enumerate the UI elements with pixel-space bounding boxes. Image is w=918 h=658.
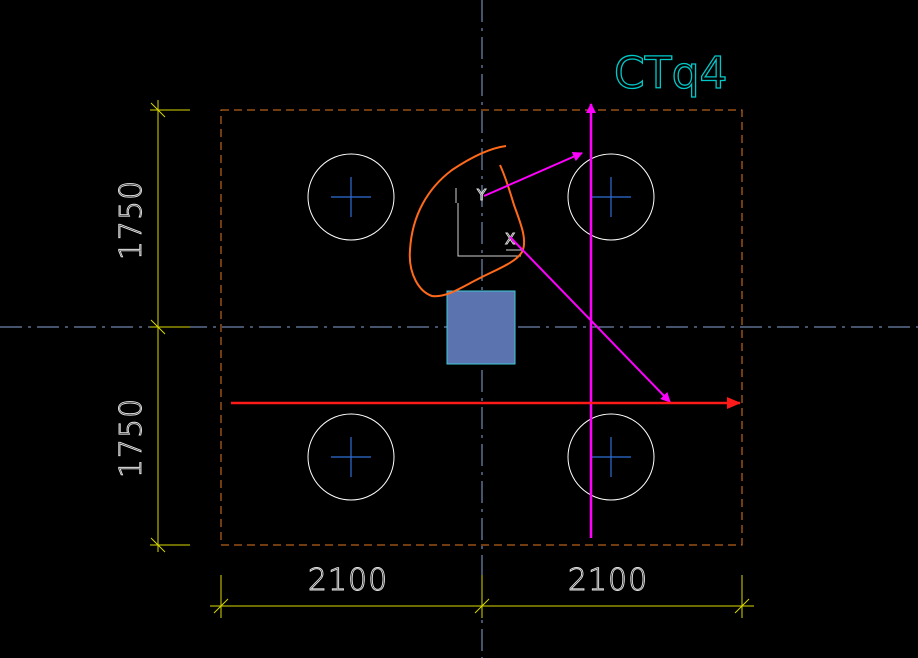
pile-circle — [567, 153, 655, 241]
pile-bottom-right[interactable] — [567, 413, 655, 501]
ucs-axis-icon: Y X — [455, 186, 524, 257]
pile-top-left[interactable] — [307, 153, 395, 241]
dim-label-left-bottom: 1750 — [114, 398, 149, 478]
tick-mid — [150, 319, 166, 335]
ucs-frame — [457, 203, 521, 257]
freehand-annotation-loop — [408, 145, 526, 298]
bottom-dimension[interactable]: 2100 2100 — [210, 563, 754, 618]
magenta-upper-arrow[interactable] — [483, 152, 583, 197]
dim-label-bottom-right: 2100 — [568, 563, 648, 598]
ucs-x-label: X — [505, 230, 515, 248]
column-section[interactable] — [446, 290, 516, 365]
left-dimension[interactable]: 1750 1750 — [114, 100, 190, 553]
dim-label-bottom-left: 2100 — [308, 563, 388, 598]
tick-left — [213, 598, 229, 614]
pile-circle — [307, 413, 395, 501]
pile-circle — [307, 153, 395, 241]
tick-bottom — [150, 537, 166, 553]
dim-label-left-top: 1750 — [114, 180, 149, 260]
pile-circle — [567, 413, 655, 501]
tick-mid — [474, 598, 490, 614]
tick-right — [734, 598, 750, 614]
pile-top-right[interactable] — [567, 153, 655, 241]
pile-bottom-left[interactable] — [307, 413, 395, 501]
magenta-diagonal-arrow[interactable] — [509, 236, 671, 403]
pile-cap-tag[interactable]: CTq4 — [613, 47, 728, 99]
tick-top — [150, 102, 166, 118]
ucs-y-label: Y — [476, 186, 487, 204]
pile-cap-outline[interactable] — [220, 109, 743, 546]
